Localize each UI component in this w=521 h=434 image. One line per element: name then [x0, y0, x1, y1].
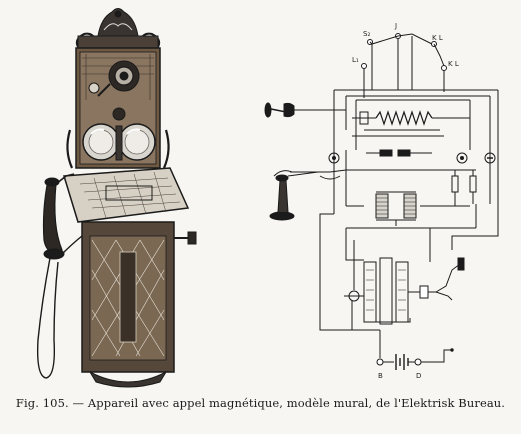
caption-prefix: Fig. 105.	[15, 396, 69, 410]
figure-illustration: J S₂ K L L₁ K L B D	[36, 8, 499, 388]
circuit-diagram	[264, 33, 499, 370]
diagram-labels: J S₂ K L L₁ K L B D	[352, 22, 459, 380]
caption-text: — Appareil avec appel magnétique, modèle…	[68, 396, 506, 410]
label-b: B	[378, 372, 383, 380]
figure-caption: Fig. 105. — Appareil avec appel magnétiq…	[0, 396, 521, 410]
label-d: D	[416, 372, 421, 380]
label-l1: L₁	[352, 56, 359, 64]
label-kl-upper: K L	[432, 34, 443, 42]
label-s2: S₂	[363, 30, 370, 38]
label-kl-lower: K L	[448, 60, 459, 68]
label-j: J	[394, 22, 397, 30]
wall-telephone-drawing	[36, 8, 197, 388]
